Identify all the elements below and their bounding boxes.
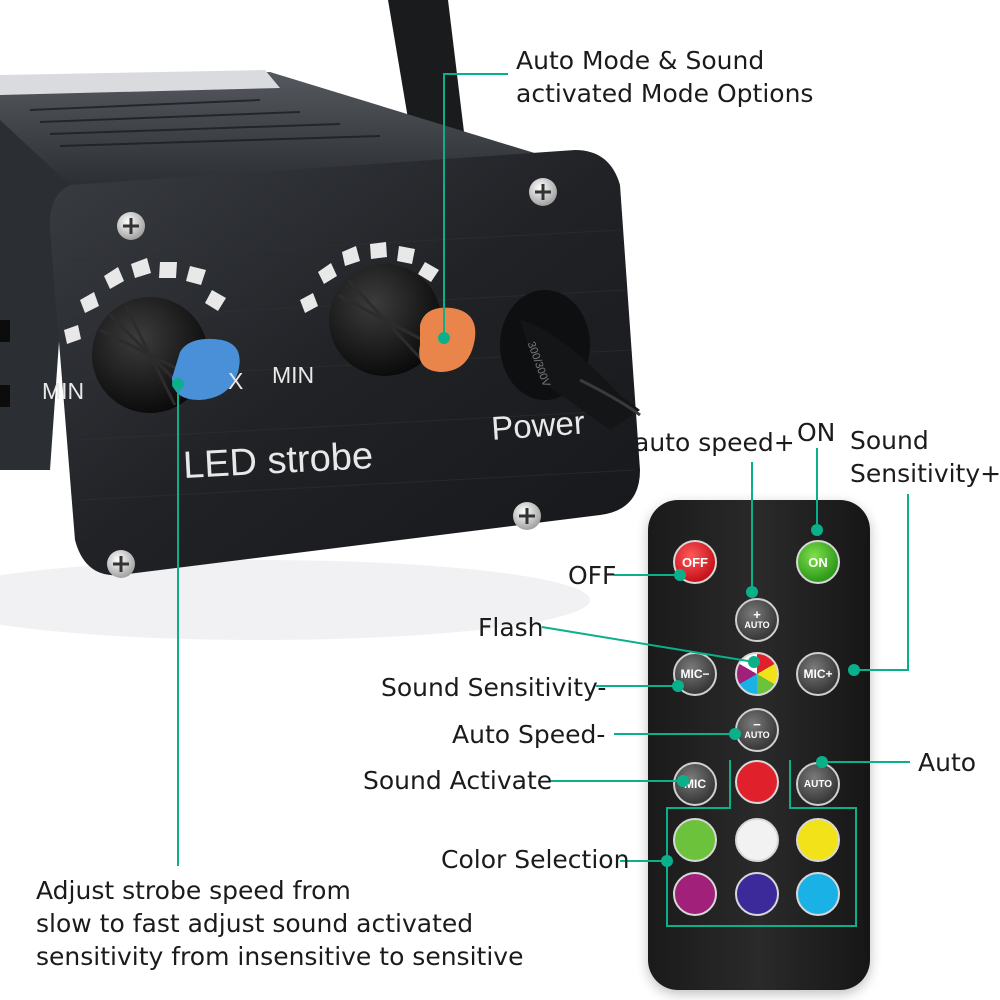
color-selection-label: Color Selection [441, 845, 630, 874]
auto-speed-minus-label: Auto Speed- [452, 720, 606, 749]
callout-dot [811, 524, 823, 536]
on-label: ON [797, 418, 836, 447]
callout-dot [438, 332, 450, 344]
callout-dot [848, 664, 860, 676]
power-connector [500, 290, 641, 430]
floor-shadow [0, 560, 590, 640]
color-indigo-button[interactable] [735, 872, 779, 916]
on-button[interactable]: ON [796, 540, 840, 584]
color-magenta-button[interactable] [673, 872, 717, 916]
flash-label: Flash [478, 613, 544, 642]
power-label: Power [490, 403, 586, 447]
auto-speed-plus-label: auto speed+ [634, 428, 795, 457]
adjust-strobe-label: Adjust strobe speed from slow to fast ad… [36, 876, 524, 971]
scale-marks-right [300, 242, 439, 313]
min-label-right: MIN [272, 362, 315, 388]
screw-icon [107, 178, 557, 578]
auto-mode-label: Auto Mode & Sound activated Mode Options [516, 46, 814, 108]
min-label-left: MIN [42, 378, 85, 404]
callout-dot [746, 586, 758, 598]
off-button[interactable]: OFF [673, 540, 717, 584]
callout-dot [729, 728, 741, 740]
sound-activate-label: Sound Activate [363, 766, 553, 795]
sound-sensitivity-plus-label: Sound Sensitivity+ [850, 426, 1000, 488]
callout-dot [661, 855, 673, 867]
auto-speed-minus-button[interactable]: −AUTO [735, 708, 779, 752]
auto-label: Auto [918, 748, 977, 777]
strobe-knob-pointer [172, 338, 240, 400]
mic-plus-button[interactable]: MIC+ [796, 652, 840, 696]
callout-dot [677, 775, 689, 787]
auto-button[interactable]: AUTO [796, 762, 840, 806]
callout-dot [672, 680, 684, 692]
auto-speed-plus-button[interactable]: +AUTO [735, 598, 779, 642]
color-yellow-button[interactable] [796, 818, 840, 862]
max-label-left: X [228, 368, 244, 394]
callout-dot [172, 378, 184, 390]
sound-sensitivity-minus-label: Sound Sensitivity- [381, 673, 607, 702]
callout-dot [674, 569, 686, 581]
color-red-button[interactable] [735, 760, 779, 804]
callout-dot [816, 756, 828, 768]
color-green-button[interactable] [673, 818, 717, 862]
off-label: OFF [568, 561, 617, 590]
color-cyan-button[interactable] [796, 872, 840, 916]
callout-dot [748, 656, 760, 668]
strobe-knob [92, 297, 240, 413]
scale-marks-left [64, 258, 226, 344]
color-white-button[interactable] [735, 818, 779, 862]
